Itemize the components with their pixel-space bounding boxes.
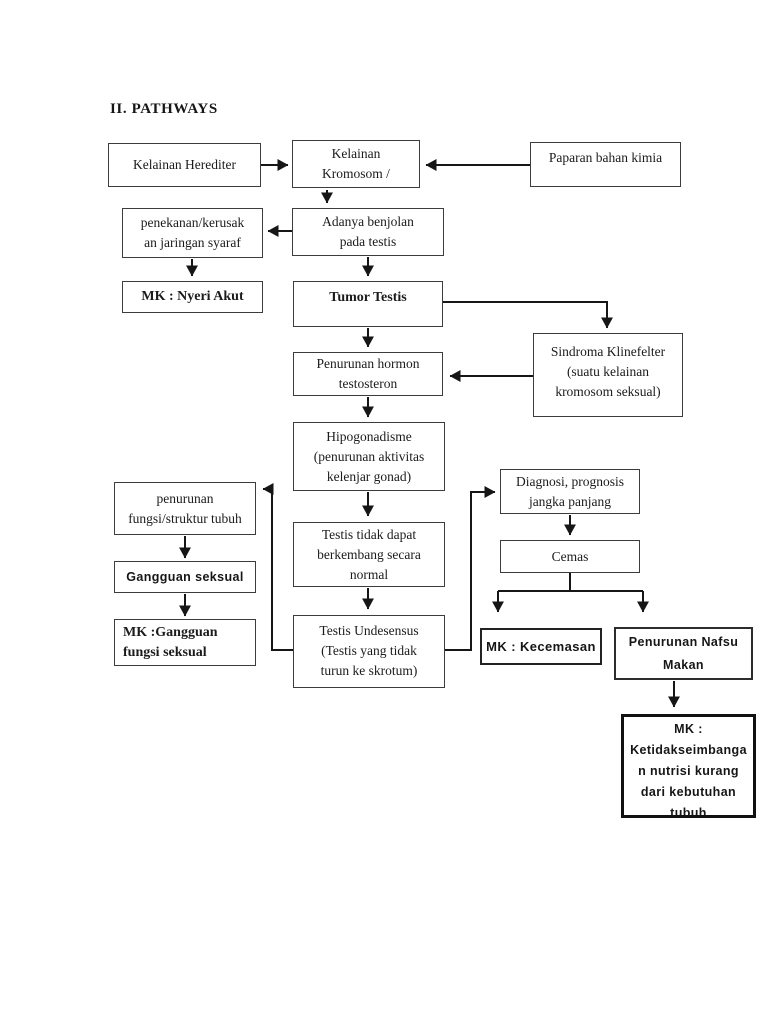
arrow-undesensus-to-penurunan-fungsi (262, 483, 293, 651)
node-cemas: Cemas (500, 540, 640, 573)
node-adanya-benjolan: Adanya benjolan pada testis (292, 208, 444, 256)
arrow-undesensus-to-diagnosi (445, 486, 496, 651)
node-paparan-bahan-kimia: Paparan bahan kimia (530, 142, 681, 187)
node-mk-kecemasan: MK : Kecemasan (480, 628, 602, 665)
node-mk-gangguan-fungsi-seksual: MK :Gangguan fungsi seksual (114, 619, 256, 666)
arrow-tumor-to-sindroma (443, 301, 613, 329)
node-kelainan-kromosom: Kelainan Kromosom / (292, 140, 420, 188)
node-mk-nyeri-akut: MK : Nyeri Akut (122, 281, 263, 313)
node-penurunan-hormon: Penurunan hormon testosteron (293, 352, 443, 396)
connector-cemas-split (498, 573, 643, 592)
node-penurunan-fungsi-struktur: penurunan fungsi/struktur tubuh (114, 482, 256, 535)
node-penurunan-nafsu-makan: Penurunan Nafsu Makan (614, 627, 753, 680)
node-kelainan-herediter: Kelainan Herediter (108, 143, 261, 187)
node-penekanan-jaringan-syaraf: penekanan/kerusak an jaringan syaraf (122, 208, 263, 258)
node-testis-tidak-dapat: Testis tidak dapat berkembang secara nor… (293, 522, 445, 587)
node-diagnosi-prognosis: Diagnosi, prognosis jangka panjang (500, 469, 640, 514)
node-sindroma-klinefelter: Sindroma Klinefelter (suatu kelainan kro… (533, 333, 683, 417)
node-mk-ketidakseimbangan-nutrisi: MK : Ketidakseimbanga n nutrisi kurang d… (621, 714, 756, 818)
node-testis-undesensus: Testis Undesensus (Testis yang tidak tur… (293, 615, 445, 688)
node-gangguan-seksual: Gangguan seksual (114, 561, 256, 593)
page-title: II. PATHWAYS (110, 101, 218, 117)
node-hipogonadisme: Hipogonadisme (penurunan aktivitas kelen… (293, 422, 445, 491)
node-tumor-testis: Tumor Testis (293, 281, 443, 327)
